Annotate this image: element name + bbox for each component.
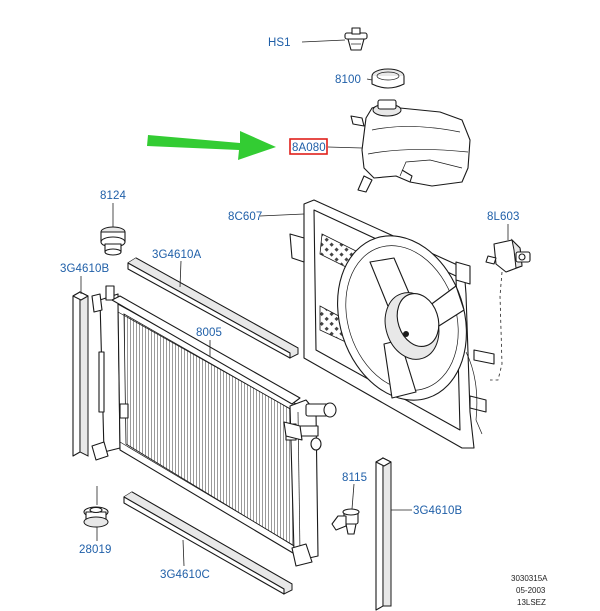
label-3g4610a[interactable]: 3G4610A xyxy=(152,249,202,261)
part-8100-cap[interactable] xyxy=(371,68,405,89)
reference-model: 13LSEZ xyxy=(517,598,546,607)
label-8c607[interactable]: 8C607 xyxy=(228,211,262,223)
label-8005[interactable]: 8005 xyxy=(196,327,222,339)
part-hs1-clip[interactable] xyxy=(344,27,368,51)
label-8l603[interactable]: 8L603 xyxy=(487,211,519,223)
label-3g4610b-left[interactable]: 3G4610B xyxy=(60,263,110,275)
part-8115-drain-plug[interactable] xyxy=(331,508,360,535)
label-8100[interactable]: 8100 xyxy=(335,74,361,86)
part-8005-radiator[interactable] xyxy=(91,285,337,567)
label-8a080[interactable]: 8A080 xyxy=(292,142,326,154)
part-3g4610b-seal-strip-right[interactable] xyxy=(375,457,392,611)
part-3g4610a-seal-strip[interactable] xyxy=(127,257,299,359)
highlight-box-8a080 xyxy=(289,138,328,155)
part-3g4610c-seal-strip[interactable] xyxy=(123,491,293,595)
reference-date: 05-2003 xyxy=(516,586,546,595)
part-8c607-fan-shroud[interactable] xyxy=(283,199,495,449)
label-3g4610c[interactable]: 3G4610C xyxy=(160,569,210,581)
part-8a080-expansion-tank[interactable] xyxy=(350,99,471,193)
label-3g4610b-right[interactable]: 3G4610B xyxy=(413,505,463,517)
part-3g4610b-seal-strip-left[interactable] xyxy=(72,291,89,457)
green-pointer-arrow-icon xyxy=(147,131,276,160)
reference-code: 3030315A xyxy=(511,574,548,583)
label-8124[interactable]: 8124 xyxy=(100,190,126,202)
part-8l603-connector[interactable] xyxy=(485,238,531,273)
label-8115[interactable]: 8115 xyxy=(342,472,367,484)
label-hs1[interactable]: HS1 xyxy=(268,37,291,49)
part-8124-grommet[interactable] xyxy=(100,226,126,256)
part-28019-bushing[interactable] xyxy=(83,506,109,528)
label-28019[interactable]: 28019 xyxy=(79,544,111,556)
